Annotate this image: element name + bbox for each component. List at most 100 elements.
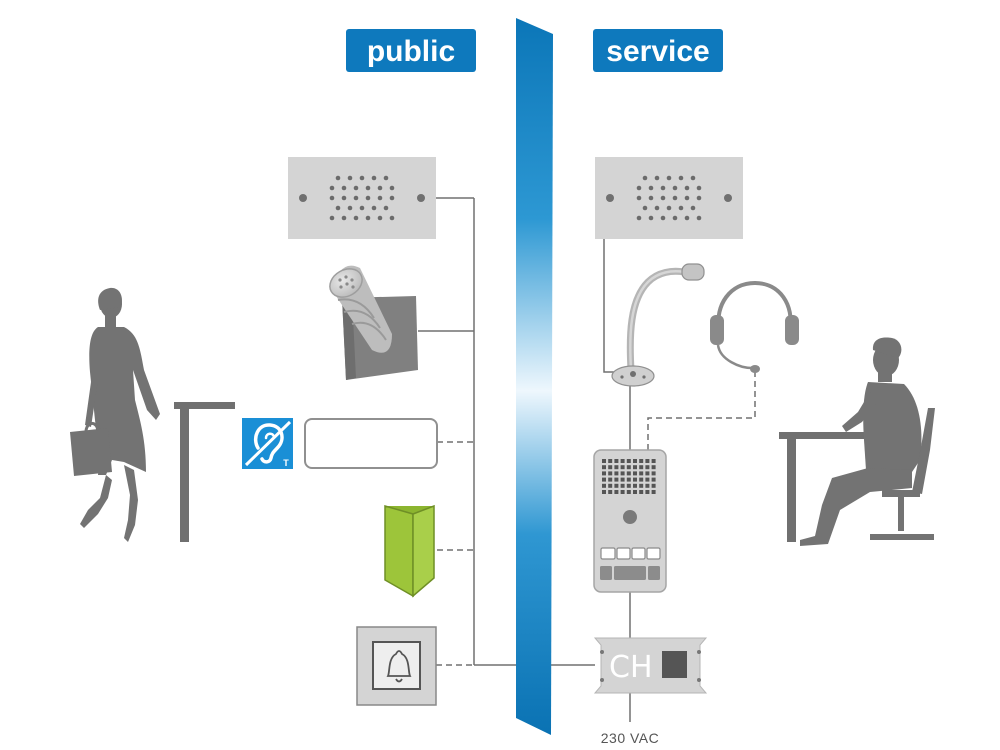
intercom-grill-dot (608, 465, 613, 470)
intercom-grill-dot (620, 490, 625, 494)
intercom-grill-dot (608, 483, 613, 488)
intercom-grill-dot (626, 483, 631, 488)
glass-divider (516, 18, 553, 735)
intercom-grill-dot (639, 465, 644, 470)
speaker-grill-dot (642, 205, 648, 211)
hearing-loop-icon: T (242, 418, 293, 469)
speaker-grill-dot (347, 175, 353, 181)
headset-icon (710, 280, 799, 373)
intercom-grill-dot (639, 483, 644, 488)
speaker-grill-dot (678, 175, 684, 181)
speaker-grill-dot (684, 185, 690, 191)
intercom-grill-dot (651, 465, 656, 470)
speaker-grill-dot (660, 215, 666, 221)
intercom-grill-dot (602, 465, 606, 470)
speaker-grill-dot (690, 205, 696, 211)
speaker-grill-dot (654, 175, 660, 181)
speaker-grill-dot (389, 215, 395, 221)
intercom-grill-dot (602, 471, 606, 476)
speaker-grill-dot (648, 215, 654, 221)
intercom-grill-dot (645, 490, 650, 494)
speaker-grill-dot (383, 175, 389, 181)
headset-dashed-wiring (647, 370, 756, 450)
speaker-grill-dot (690, 175, 696, 181)
seated-man-silhouette-icon (800, 337, 935, 546)
public-label: public (346, 29, 476, 72)
speaker-grill-dot (636, 195, 642, 201)
speaker-grill-dot (329, 185, 335, 191)
speaker-grill-dot (329, 195, 335, 201)
speaker-grill-dot (353, 185, 359, 191)
speaker-grill-dot (654, 205, 660, 211)
intercom-grill-dot (614, 477, 619, 482)
speaker-grill-dot (353, 215, 359, 221)
speaker-grill-dot (678, 205, 684, 211)
public-wiring (418, 197, 595, 666)
gooseneck-microphone-icon (611, 263, 705, 387)
speaker-grill-dot (666, 175, 672, 181)
speaker-grill-dot (648, 195, 654, 201)
intercom-grill-dot (608, 471, 613, 476)
speaker-grill-dot (666, 205, 672, 211)
intercom-grill-dot (645, 477, 650, 482)
intercom-grill-dot (651, 471, 656, 476)
intercom-grill-dot (633, 459, 637, 463)
control-unit-icon: CH (593, 637, 708, 694)
speaker-grill-dot (696, 195, 702, 201)
speaker-grill-dot (329, 215, 335, 221)
intercom-grill-dot (620, 471, 625, 476)
speaker-grill-dot (672, 185, 678, 191)
intercom-grill-dot (608, 477, 613, 482)
intercom-grill-dot (639, 459, 644, 463)
intercom-grill-dot (639, 471, 644, 476)
speaker-grill-dot (383, 205, 389, 211)
speaker-grill-dot (377, 215, 383, 221)
speaker-grill-dot (365, 215, 371, 221)
speaker-grill-dot (696, 215, 702, 221)
intercom-grill-dot (602, 477, 606, 482)
speaker-grill-dot (684, 215, 690, 221)
service-label: service (593, 29, 723, 72)
speaker-grill-dot (365, 185, 371, 191)
intercom-grill-dot (645, 483, 650, 488)
intercom-grill-dot (626, 490, 631, 494)
intercom-grill-dot (608, 490, 613, 494)
surface-microphone-icon (329, 265, 418, 380)
speaker-grill-dot (636, 185, 642, 191)
speaker-grill-dot (341, 185, 347, 191)
speaker-grill-dot (377, 185, 383, 191)
desk-icon (779, 432, 904, 542)
speaker-grill-dot (672, 215, 678, 221)
speaker-grill-dot (684, 195, 690, 201)
intercom-grill-dot (626, 459, 631, 463)
service-label-text: service (606, 35, 709, 68)
intercom-grill-dot (620, 459, 625, 463)
speaker-grill-dot (660, 195, 666, 201)
intercom-grill-dot (626, 477, 631, 482)
intercom-grill-dot (620, 477, 625, 482)
speaker-grill-dot (341, 195, 347, 201)
intercom-grill-dot (602, 490, 606, 494)
intercom-grill-dot (651, 459, 656, 463)
intercom-grill-dot (614, 471, 619, 476)
speaker-grill-dot (335, 175, 341, 181)
intercom-grill-dot (639, 477, 644, 482)
intercom-grill-dot (633, 465, 637, 470)
intercom-grill-dot (614, 490, 619, 494)
speaker-grill-dot (341, 215, 347, 221)
speaker-grill-dot (642, 175, 648, 181)
intercom-grill-dot (651, 477, 656, 482)
control-unit-label: CH (609, 650, 653, 685)
intercom-grill-dot (620, 483, 625, 488)
hearing-loop-letter: T (283, 458, 289, 468)
door-icon (384, 504, 435, 598)
speaker-grill-dot (353, 195, 359, 201)
speaker-grill-dot (377, 195, 383, 201)
intercom-grill-dot (651, 490, 656, 494)
woman-silhouette-icon (70, 287, 160, 542)
text-display-panel (304, 418, 438, 469)
intercom-station-icon (593, 449, 667, 593)
speaker-grill-dot (660, 185, 666, 191)
intercom-grill-dot (639, 490, 644, 494)
